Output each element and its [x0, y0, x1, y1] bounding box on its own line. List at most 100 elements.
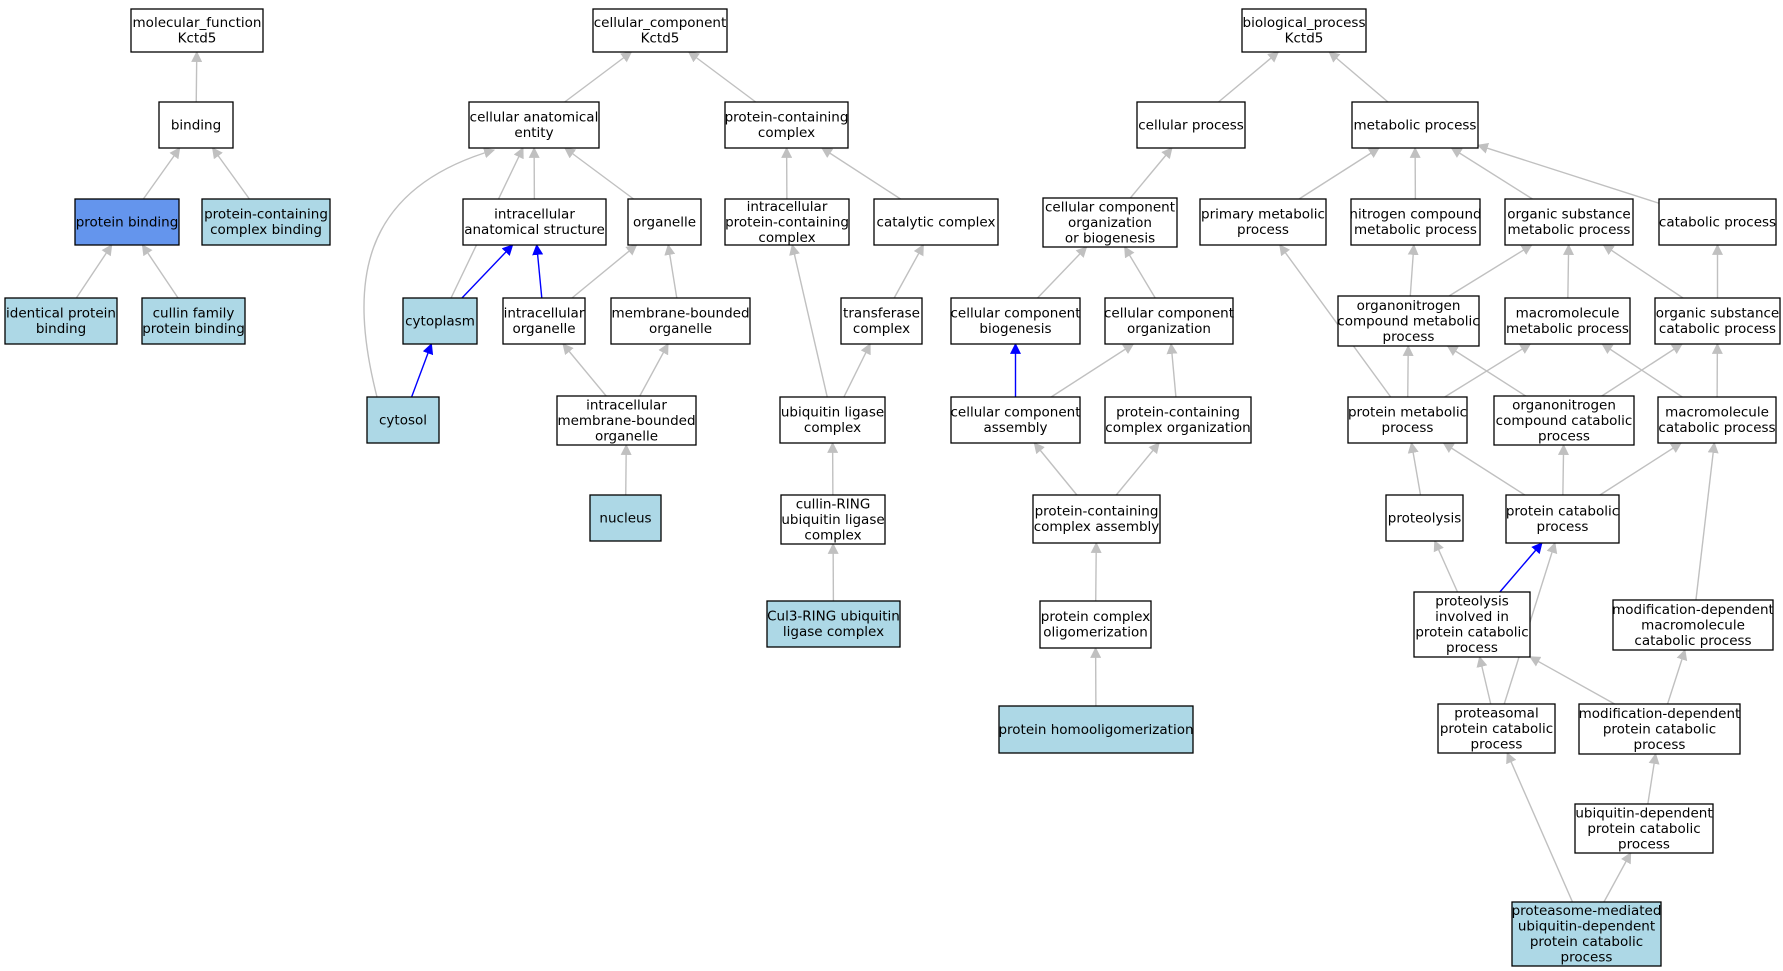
node-label-line: protein metabolic [1348, 405, 1467, 421]
edge-organonitrogen_metabolic-to-organic_substance_metabolic [1448, 244, 1533, 297]
edge-ub_dep_protein_catabolic-to-mod_dep_protein_catabolic [1647, 752, 1660, 805]
edge-cytosol-to-cell_anat_entity [363, 147, 496, 398]
edge [1328, 51, 1389, 103]
node-label-line: protein-containing [1035, 504, 1159, 520]
node-label-line: protein catabolic [1440, 721, 1553, 737]
edge-organic_substance_metabolic-to-metabolic_process [1450, 147, 1533, 200]
node-label-line: ubiquitin-dependent [1518, 919, 1655, 935]
node-label-line: organelle [512, 321, 575, 337]
node-label-line: process [1237, 222, 1289, 238]
edge [410, 342, 434, 398]
node-label-line: membrane-bounded [611, 306, 749, 322]
node-catalytic-complex[interactable]: catalytic complex [873, 198, 999, 246]
node-label-line: biogenesis [979, 321, 1051, 337]
node-proteasome-mediated[interactable]: proteasome-mediatedubiquitin-dependentpr… [1511, 901, 1662, 967]
node-label-line: transferase [843, 306, 920, 322]
node-label-line: protein binding [142, 321, 245, 337]
node-label-line: complex [804, 420, 861, 436]
node-box [1042, 197, 1178, 248]
node-label-line: intracellular [494, 207, 575, 223]
node-mod-dep-macromolecule-catabolic[interactable]: modification-dependentmacromoleculecatab… [1612, 599, 1774, 651]
node-cytosol[interactable]: cytosol [366, 396, 440, 444]
edge [1402, 344, 1414, 398]
node-label-line: organelle [595, 428, 658, 444]
node-organelle[interactable]: organelle [627, 198, 702, 246]
node-cytoplasm[interactable]: cytoplasm [402, 297, 478, 345]
node-box [1493, 395, 1635, 446]
node-box [402, 297, 478, 345]
node-cellular-process[interactable]: cellular process [1136, 101, 1246, 149]
edge [191, 50, 203, 103]
edge [532, 243, 544, 299]
edge-proteasomal_catabolic-to-proteolysis_in_catabolic [1476, 655, 1492, 705]
node-protein-binding[interactable]: protein binding [74, 198, 180, 246]
edge-pc_complex_assembly-to-cc_assembly [1033, 442, 1078, 496]
edge-cell_anat_entity-to-cc_root [564, 51, 633, 103]
node-label-line: protein-containing [204, 207, 328, 223]
edge-protein_binding-to-binding [142, 147, 181, 200]
node-box [158, 101, 234, 149]
edge-cc_organization-to-cc_org_biogenesis [1124, 246, 1156, 299]
node-label-line: protein-containing [1116, 405, 1240, 421]
node-protein-homooligomerization[interactable]: protein homooligomerization [998, 705, 1194, 754]
node-nucleus[interactable]: nucleus [589, 494, 662, 542]
node-binding[interactable]: binding [158, 101, 234, 149]
edge [1218, 51, 1280, 103]
node-label-line: nucleus [599, 510, 651, 526]
edge [1647, 752, 1660, 805]
node-label-line: protein catabolic [1415, 625, 1528, 641]
edge [75, 244, 113, 299]
edge-proteasome_mediated-to-ub_dep_protein_catabolic [1603, 852, 1632, 903]
edge-cytosol-to-cytoplasm [410, 342, 434, 398]
edge [1602, 244, 1684, 299]
edge [562, 343, 607, 397]
node-metabolic-process[interactable]: metabolic process [1351, 101, 1479, 149]
node-label-line: Kctd5 [178, 31, 217, 47]
node-box [130, 8, 264, 53]
node-label-line: cellular process [1138, 117, 1244, 133]
node-proteolysis[interactable]: proteolysis [1385, 494, 1464, 542]
node-catabolic-process[interactable]: catabolic process [1658, 198, 1777, 246]
edge [843, 343, 871, 398]
node-box [627, 198, 702, 246]
